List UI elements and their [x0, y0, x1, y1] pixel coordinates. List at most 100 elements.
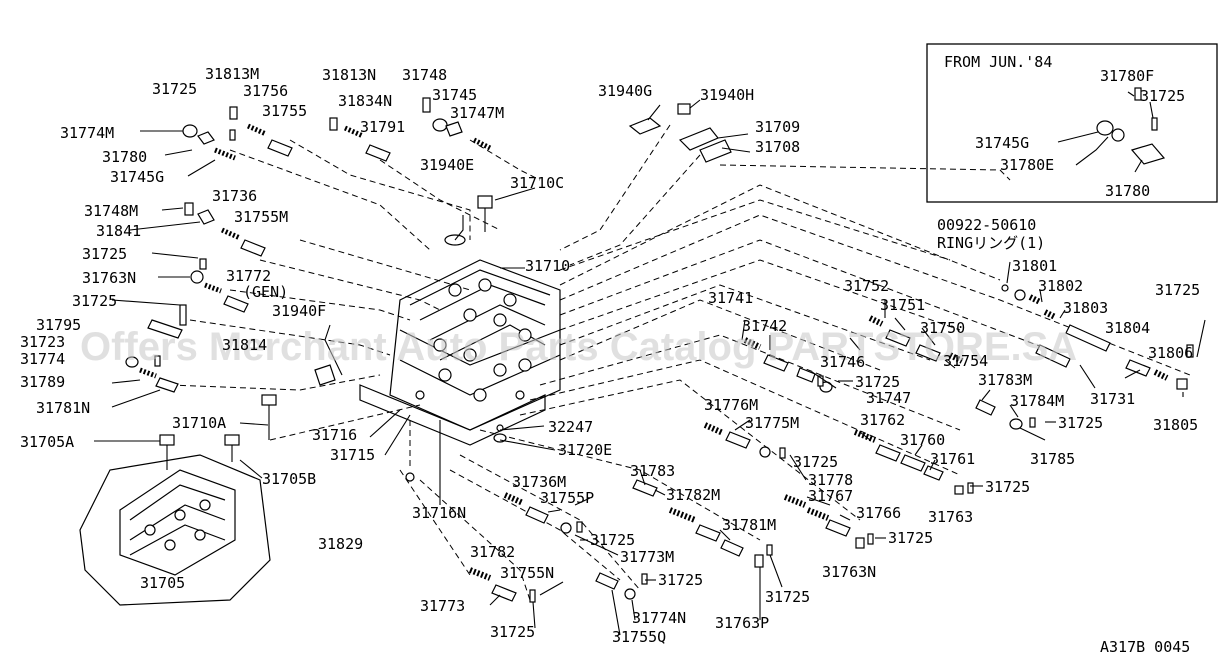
label-31705a[interactable]: 31705A — [20, 433, 74, 451]
label-31782[interactable]: 31782 — [470, 543, 515, 561]
label-31774n[interactable]: 31774N — [632, 609, 686, 627]
label-31705b[interactable]: 31705B — [262, 470, 316, 488]
label-31940h[interactable]: 31940H — [700, 86, 754, 104]
label-31802[interactable]: 31802 — [1038, 277, 1083, 295]
label-31774m[interactable]: 31774M — [60, 124, 114, 142]
label-31748[interactable]: 31748 — [402, 66, 447, 84]
label-31763[interactable]: 31763 — [928, 508, 973, 526]
label-31755p[interactable]: 31755P — [540, 489, 594, 507]
inset-label-31725[interactable]: 31725 — [1140, 87, 1185, 105]
label-31716[interactable]: 31716 — [312, 426, 357, 444]
label-31750[interactable]: 31750 — [920, 319, 965, 337]
label-31742[interactable]: 31742 — [742, 317, 787, 335]
label-31761[interactable]: 31761 — [930, 450, 975, 468]
label-31709[interactable]: 31709 — [755, 118, 800, 136]
label-31783[interactable]: 31783 — [630, 462, 675, 480]
ring-part-number[interactable]: 00922-50610 — [937, 216, 1036, 234]
label-31705[interactable]: 31705 — [140, 574, 185, 592]
label-31814[interactable]: 31814 — [222, 336, 267, 354]
label-31781m[interactable]: 31781M — [722, 516, 776, 534]
label-31773m[interactable]: 31773M — [620, 548, 674, 566]
label-32247[interactable]: 32247 — [548, 418, 593, 436]
inset-label-31745g[interactable]: 31745G — [975, 134, 1029, 152]
label-31736[interactable]: 31736 — [212, 187, 257, 205]
label-31725-j[interactable]: 31725 — [590, 531, 635, 549]
label-31751[interactable]: 31751 — [880, 296, 925, 314]
label-31708[interactable]: 31708 — [755, 138, 800, 156]
label-31804[interactable]: 31804 — [1105, 319, 1150, 337]
label-31775m[interactable]: 31775M — [745, 414, 799, 432]
label-31841[interactable]: 31841 — [96, 222, 141, 240]
label-31763n-a[interactable]: 31763N — [82, 269, 136, 287]
label-31725-c[interactable]: 31725 — [72, 292, 117, 310]
label-31725-f[interactable]: 31725 — [1058, 414, 1103, 432]
label-31725-g[interactable]: 31725 — [793, 453, 838, 471]
label-31801[interactable]: 31801 — [1012, 257, 1057, 275]
label-31940g[interactable]: 31940G — [598, 82, 652, 100]
label-31715[interactable]: 31715 — [330, 446, 375, 464]
label-31829[interactable]: 31829 — [318, 535, 363, 553]
label-31725-e[interactable]: 31725 — [1155, 281, 1200, 299]
label-31762[interactable]: 31762 — [860, 411, 905, 429]
label-31720e[interactable]: 31720E — [558, 441, 612, 459]
label-31760[interactable]: 31760 — [900, 431, 945, 449]
label-31710[interactable]: 31710 — [525, 257, 570, 275]
label-31785[interactable]: 31785 — [1030, 450, 1075, 468]
label-31763p[interactable]: 31763P — [715, 614, 769, 632]
label-31755[interactable]: 31755 — [262, 102, 307, 120]
label-31773[interactable]: 31773 — [420, 597, 465, 615]
label-31752[interactable]: 31752 — [844, 277, 889, 295]
label-31781n[interactable]: 31781N — [36, 399, 90, 417]
label-31789[interactable]: 31789 — [20, 373, 65, 391]
label-31723[interactable]: 31723 — [20, 333, 65, 351]
label-31710c[interactable]: 31710C — [510, 174, 564, 192]
label-31803[interactable]: 31803 — [1063, 299, 1108, 317]
label-31725-l[interactable]: 31725 — [490, 623, 535, 641]
label-31710a[interactable]: 31710A — [172, 414, 226, 432]
label-31725-a[interactable]: 31725 — [152, 80, 197, 98]
label-31805[interactable]: 31805 — [1153, 416, 1198, 434]
label-31772[interactable]: 31772 — [226, 267, 271, 285]
label-31736m[interactable]: 31736M — [512, 473, 566, 491]
label-31745g[interactable]: 31745G — [110, 168, 164, 186]
label-31748m[interactable]: 31748M — [84, 202, 138, 220]
label-31813n[interactable]: 31813N — [322, 66, 376, 84]
label-31755m[interactable]: 31755M — [234, 208, 288, 226]
inset-label-31780e[interactable]: 31780E — [1000, 156, 1054, 174]
label-31731[interactable]: 31731 — [1090, 390, 1135, 408]
inset-label-31780[interactable]: 31780 — [1105, 182, 1150, 200]
label-31766[interactable]: 31766 — [856, 504, 901, 522]
label-31754[interactable]: 31754 — [943, 352, 988, 370]
label-31783m[interactable]: 31783M — [978, 371, 1032, 389]
label-31791[interactable]: 31791 — [360, 118, 405, 136]
label-31745[interactable]: 31745 — [432, 86, 477, 104]
label-31940f[interactable]: 31940F — [272, 302, 326, 320]
label-31776m[interactable]: 31776M — [704, 396, 758, 414]
valve-body[interactable] — [359, 259, 561, 446]
label-31763n-b[interactable]: 31763N — [822, 563, 876, 581]
label-31806[interactable]: 31806 — [1148, 344, 1193, 362]
label-31774[interactable]: 31774 — [20, 350, 65, 368]
label-31778[interactable]: 31778 — [808, 471, 853, 489]
label-31725-m[interactable]: 31725 — [765, 588, 810, 606]
label-31746[interactable]: 31746 — [820, 353, 865, 371]
label-31747[interactable]: 31747 — [866, 389, 911, 407]
label-31725-k[interactable]: 31725 — [658, 571, 703, 589]
label-31940e[interactable]: 31940E — [420, 156, 474, 174]
label-31784m[interactable]: 31784M — [1010, 392, 1064, 410]
label-31755q[interactable]: 31755Q — [612, 628, 666, 646]
label-31795[interactable]: 31795 — [36, 316, 81, 334]
label-31813m[interactable]: 31813M — [205, 65, 259, 83]
label-31716n[interactable]: 31716N — [412, 504, 466, 522]
label-31725-i[interactable]: 31725 — [888, 529, 933, 547]
label-31725-d[interactable]: 31725 — [855, 373, 900, 391]
label-31767[interactable]: 31767 — [808, 487, 853, 505]
label-31747m[interactable]: 31747M — [450, 104, 504, 122]
label-31834n[interactable]: 31834N — [338, 92, 392, 110]
label-31741[interactable]: 31741 — [708, 289, 753, 307]
label-31756[interactable]: 31756 — [243, 82, 288, 100]
sub-assembly-31705[interactable] — [79, 454, 271, 606]
label-31755n[interactable]: 31755N — [500, 564, 554, 582]
inset-label-31780f[interactable]: 31780F — [1100, 67, 1154, 85]
label-31782m[interactable]: 31782M — [666, 486, 720, 504]
